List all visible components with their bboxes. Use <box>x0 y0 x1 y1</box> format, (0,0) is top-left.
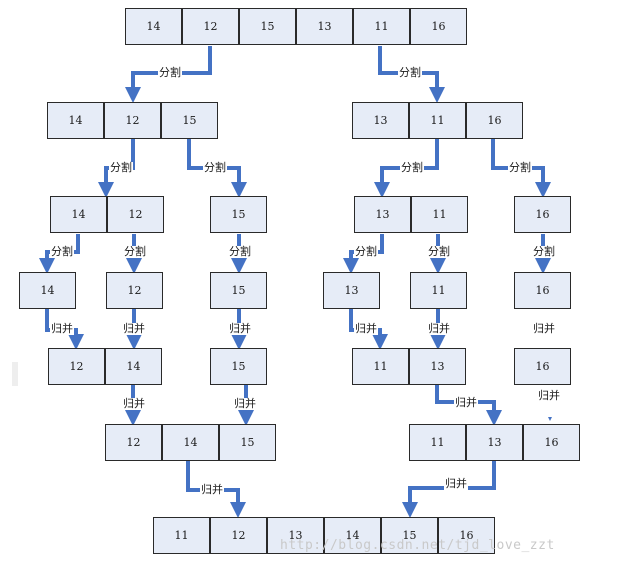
split-label: 分割 <box>50 245 74 258</box>
number-cell: 11 <box>353 8 410 45</box>
number-cell: 14 <box>19 272 76 309</box>
number-cell: 14 <box>162 424 219 461</box>
number-cell: 14 <box>47 102 104 139</box>
split-label: 分割 <box>109 161 133 174</box>
number-cell: 14 <box>50 196 107 233</box>
number-cell: 16 <box>514 348 571 385</box>
edge-mark <box>12 362 18 386</box>
number-cell: 13 <box>267 517 324 554</box>
number-cell: 12 <box>104 102 161 139</box>
watermark: http://blog.csdn.net/tjd_love_zzt <box>280 538 555 553</box>
number-cell: 11 <box>153 517 210 554</box>
merge-label: 归并 <box>537 389 561 402</box>
number-cell: 13 <box>352 102 409 139</box>
number-cell: 13 <box>296 8 353 45</box>
number-cell: 15 <box>161 102 218 139</box>
number-cell: 15 <box>219 424 276 461</box>
split-label: 分割 <box>400 161 424 174</box>
number-cell: 14 <box>324 517 381 554</box>
split-label: 分割 <box>508 161 532 174</box>
split-label: 分割 <box>398 66 422 79</box>
split-label: 分割 <box>203 161 227 174</box>
merge-label: 归并 <box>122 322 146 335</box>
number-cell: 13 <box>354 196 411 233</box>
number-cell: 12 <box>48 348 105 385</box>
merge-label: 归并 <box>354 322 378 335</box>
number-cell: 15 <box>381 517 438 554</box>
number-cell: 13 <box>323 272 380 309</box>
number-cell: 12 <box>107 196 164 233</box>
number-cell: 11 <box>409 424 466 461</box>
number-cell: 15 <box>210 272 267 309</box>
number-cell: 13 <box>409 348 466 385</box>
merge-label: 归并 <box>200 483 224 496</box>
number-cell: 15 <box>239 8 296 45</box>
merge-label: 归并 <box>50 322 74 335</box>
number-cell: 15 <box>210 196 267 233</box>
number-cell: 11 <box>409 102 466 139</box>
number-cell: 12 <box>210 517 267 554</box>
merge-label: 归并 <box>444 477 468 490</box>
number-cell: 14 <box>105 348 162 385</box>
number-cell: 16 <box>514 272 571 309</box>
number-cell: 15 <box>210 348 267 385</box>
split-label: 分割 <box>427 245 451 258</box>
number-cell: 16 <box>410 8 467 45</box>
number-cell: 14 <box>125 8 182 45</box>
merge-label: 归并 <box>427 322 451 335</box>
number-cell: 11 <box>411 196 468 233</box>
number-cell: 16 <box>466 102 523 139</box>
split-label: 分割 <box>532 245 556 258</box>
split-label: 分割 <box>354 245 378 258</box>
number-cell: 11 <box>410 272 467 309</box>
number-cell: 16 <box>523 424 580 461</box>
merge-label: 归并 <box>228 322 252 335</box>
split-label: 分割 <box>158 66 182 79</box>
number-cell: 13 <box>466 424 523 461</box>
merge-arrow-tip <box>548 417 552 421</box>
number-cell: 11 <box>352 348 409 385</box>
number-cell: 12 <box>106 272 163 309</box>
number-cell: 16 <box>438 517 495 554</box>
number-cell: 16 <box>514 196 571 233</box>
number-cell: 12 <box>105 424 162 461</box>
number-cell: 12 <box>182 8 239 45</box>
merge-label: 归并 <box>233 397 257 410</box>
merge-label: 归并 <box>532 322 556 335</box>
merge-label: 归并 <box>122 397 146 410</box>
split-label: 分割 <box>228 245 252 258</box>
split-label: 分割 <box>123 245 147 258</box>
merge-label: 归并 <box>454 396 478 409</box>
